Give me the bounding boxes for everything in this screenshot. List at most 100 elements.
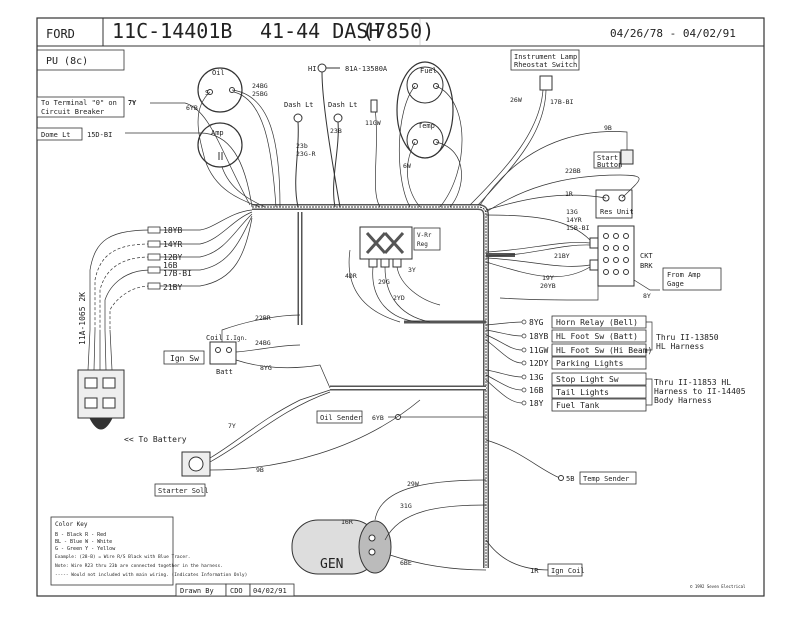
voltage-regulator: [359, 226, 441, 268]
svg-text:16B: 16B: [163, 261, 178, 270]
headlight-switch: [77, 369, 125, 430]
gen-label: GEN: [320, 557, 343, 572]
conn-3-label: Parking Lights: [556, 359, 624, 368]
hi-beam-indicator: [317, 63, 341, 208]
start-button-label-2: Button: [597, 161, 622, 169]
svg-text:16R: 16R: [341, 518, 353, 526]
svg-text:Body Harness: Body Harness: [654, 396, 712, 405]
conn-4-label: Stop Light Sw: [556, 375, 619, 384]
svg-text:Color Key: Color Key: [55, 521, 88, 528]
svg-text:G - Green Y - Yellow: G - Green Y - Yellow: [55, 546, 116, 552]
ckt-brk-label-2: BRK: [640, 262, 653, 270]
left-wire-labels: 18YB 14YR 12BY 16B 17B-BI 21BY: [163, 226, 192, 292]
model-label: PU (8c): [46, 56, 88, 67]
svg-text:6YB: 6YB: [186, 104, 198, 112]
conn-3-wire: 12DY: [529, 359, 548, 368]
rheostat-label-2: Rheostat Switch: [514, 61, 577, 69]
svg-text:19Y: 19Y: [542, 274, 554, 282]
main-harness: [252, 204, 515, 568]
svg-text:9B: 9B: [256, 466, 264, 474]
conn-1-wire: 18YB: [529, 332, 548, 341]
svg-text:15D-BI: 15D-BI: [87, 131, 112, 139]
amp-gauge: [197, 122, 243, 168]
dash-light-1-label: Dash Lt: [284, 101, 314, 109]
ignition-switch: [209, 314, 331, 389]
dash-lights: [293, 113, 343, 208]
from-amp-label-2: Gage: [667, 280, 684, 288]
copyright: © 1992 Seven Electrical: [690, 584, 746, 589]
oil-sender-label: Oil Sender: [320, 414, 362, 422]
model-years: 41-44 DASH: [260, 19, 380, 43]
svg-text:29W: 29W: [407, 480, 419, 488]
temp-sender-box: [579, 471, 637, 485]
svg-text:2YD: 2YD: [393, 294, 405, 302]
amp-gauge-label: Amp: [211, 129, 224, 137]
dash-light-2-label: Dash Lt: [328, 101, 358, 109]
temp-sender-wire: 5B: [566, 475, 574, 483]
batt-label: Batt: [216, 368, 233, 376]
svg-text:9B: 9B: [604, 124, 612, 132]
svg-text:23G-R: 23G-R: [296, 150, 316, 158]
generator: [291, 479, 487, 575]
svg-text:31G: 31G: [400, 502, 412, 510]
svg-text:Example: (28-B) = Wire R/S Bla: Example: (28-B) = Wire R/S Black with Bl…: [55, 554, 190, 560]
svg-text:24BG: 24BG: [255, 339, 271, 347]
svg-text:6YB: 6YB: [372, 414, 384, 422]
svg-text:Note: Wire R23 thru 23b are co: Note: Wire R23 thru 23b are connected to…: [55, 563, 223, 569]
starter-box: [154, 483, 206, 497]
svg-text:04/02/91: 04/02/91: [253, 587, 287, 595]
temp-gauge-label: Temp: [418, 122, 435, 130]
svg-text:7Y: 7Y: [128, 99, 137, 107]
wire-labels: 6YB 24BG 25BG 23b 23G-R 23B 17B-BI 9B 22…: [128, 82, 651, 567]
right-connection-texts: 8YG Horn Relay (Bell) 18YB HL Foot Sw (B…: [529, 318, 652, 410]
drawn-by-block: Drawn By CDO 04/02/91: [175, 583, 295, 597]
svg-text:15B-BI: 15B-BI: [566, 224, 590, 232]
conn-6-wire: 18Y: [529, 399, 544, 408]
svg-text:6W: 6W: [403, 162, 411, 170]
fuel-temp-gauges: [396, 61, 454, 159]
svg-text:18YB: 18YB: [163, 226, 182, 235]
svg-text:25BG: 25BG: [252, 90, 268, 98]
ign-sw-box: [163, 350, 205, 365]
ckt-brk-wires: [485, 214, 660, 301]
instrument-lamp-rheostat: [469, 49, 580, 206]
svg-text:21BY: 21BY: [163, 283, 182, 292]
svg-text:8Y: 8Y: [643, 292, 651, 300]
right-connector-circles: [521, 319, 527, 406]
temp-sender-label: Temp Sender: [583, 475, 629, 483]
svg-text:23B: 23B: [330, 127, 342, 135]
color-key: Color Key B - Black R - Red BL - Blue W …: [50, 516, 247, 586]
svg-text:Dome Lt: Dome Lt: [41, 131, 71, 139]
svg-text:14YR: 14YR: [163, 240, 182, 249]
res-unit-label: Res Unit: [600, 208, 634, 216]
ign-coil-label: Ign Coil: [551, 567, 585, 575]
svg-text:Thru II-11853 HL: Thru II-11853 HL: [654, 378, 731, 387]
svg-text:13G: 13G: [566, 208, 578, 216]
right-connection-wires: [485, 321, 561, 571]
from-amp-label-1: From Amp: [667, 271, 701, 279]
svg-text:24BG: 24BG: [252, 82, 268, 90]
revision-dates: 04/26/78 - 04/02/91: [610, 27, 736, 40]
harness-notes: Thru II-13850 HL Harness Thru II-11853 H…: [646, 321, 746, 406]
conn-0-label: Horn Relay (Bell): [556, 318, 638, 327]
inline-connector: [370, 99, 378, 113]
svg-text:3Y: 3Y: [408, 266, 416, 274]
ign-coil-wire: 1R: [530, 567, 539, 575]
ign-term-label: I.Ign.: [226, 335, 248, 342]
svg-text:4DR: 4DR: [345, 272, 357, 280]
svg-text:26W: 26W: [510, 96, 522, 104]
make-label: FORD: [46, 27, 75, 41]
regulator-wires: [348, 249, 441, 323]
sheet-border: [36, 17, 765, 597]
svg-text:22BR: 22BR: [255, 314, 271, 322]
part-number: 11C-14401B: [112, 19, 232, 43]
svg-text:To Terminal "0" on: To Terminal "0" on: [41, 99, 117, 107]
svg-text:11GW: 11GW: [365, 119, 381, 127]
rheostat-label-1: Instrument Lamp: [514, 53, 577, 61]
ign-sw-label: Ign Sw: [170, 354, 199, 363]
svg-text:20YB: 20YB: [540, 282, 556, 290]
circuit-breaker: [589, 225, 635, 287]
ign-coil-box: [547, 563, 583, 577]
svg-text:6BE: 6BE: [400, 559, 412, 567]
